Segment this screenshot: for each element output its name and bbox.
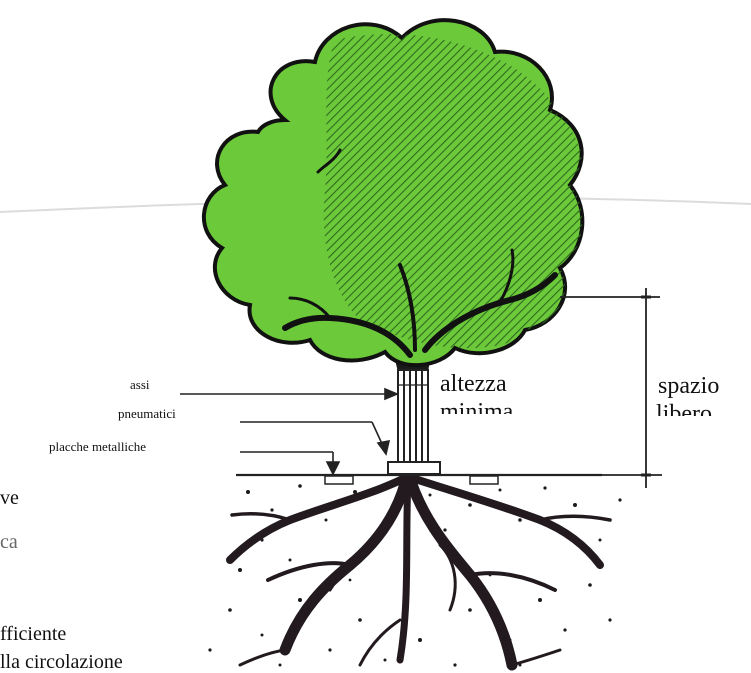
- metal-plate-right: [470, 476, 498, 484]
- side-text-line-4: lla circolazione: [0, 652, 123, 673]
- side-text-line-1: ve: [0, 488, 19, 508]
- side-text-line-4-clipped: lla circolazione: [0, 652, 123, 673]
- roots: [230, 472, 610, 665]
- leader-lines: [180, 389, 397, 474]
- side-text-line-2: ca: [0, 532, 18, 552]
- trunk-guard-base: [388, 462, 440, 474]
- trunk-guard: [398, 370, 428, 462]
- metal-plate-left: [325, 476, 353, 484]
- label-clearance: spazio: [658, 374, 719, 398]
- label-min-height: altezza: [440, 372, 507, 396]
- label-minima: minima: [440, 400, 513, 414]
- label-metal-plates: placche metalliche: [49, 440, 146, 453]
- label-axles: assi: [130, 378, 150, 391]
- label-libero: libero: [656, 402, 712, 416]
- soil-speckles: [208, 484, 621, 666]
- label-tyres: pneumatici: [118, 407, 176, 420]
- tree-crown: [204, 20, 592, 365]
- label-libero-clipped: libero: [656, 402, 712, 416]
- side-text-line-3: fficiente: [0, 624, 66, 644]
- clearance-dimension: [560, 288, 662, 488]
- label-minima-clipped: minima: [440, 400, 513, 414]
